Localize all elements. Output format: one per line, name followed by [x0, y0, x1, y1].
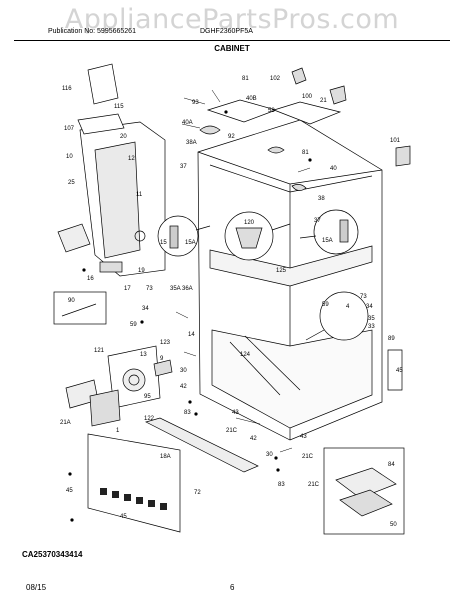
- callout-19: 19: [138, 268, 145, 274]
- callout-15A-left: 15A: [185, 240, 196, 246]
- control-bracket: [65, 345, 173, 427]
- callout-10: 10: [66, 154, 73, 160]
- model-number: DGHF2360PF5A: [200, 28, 253, 35]
- callout-45-b: 45: [120, 514, 127, 520]
- callout-42-a: 42: [180, 384, 187, 390]
- callout-18A: 18A: [160, 454, 171, 460]
- callout-121: 121: [94, 348, 105, 354]
- callout-81-top: 81: [242, 76, 249, 82]
- callout-21A: 21A: [60, 420, 71, 426]
- callout-59-right: 59: [322, 302, 329, 308]
- publication-number: Publication No: 5995665261: [48, 28, 136, 35]
- air-duct-assembly: [57, 63, 166, 277]
- callout-labels: 116 115 107 20 12 10 25 11 15 15A 19 16 …: [60, 76, 403, 528]
- callout-16: 16: [87, 276, 94, 282]
- callout-43-a: 43: [232, 410, 239, 416]
- callout-30: 30: [180, 368, 187, 374]
- callout-43-b: 43: [300, 434, 307, 440]
- callout-11: 11: [136, 192, 143, 198]
- callout-25: 25: [68, 180, 75, 186]
- callout-50: 50: [390, 522, 397, 528]
- callout-15A-right: 15A: [322, 238, 333, 244]
- callout-1: 1: [116, 428, 120, 434]
- callout-21C-a: 21C: [226, 428, 238, 434]
- callout-21C-b: 21C: [302, 454, 314, 460]
- callout-81-mid: 81: [302, 150, 309, 156]
- callout-21C-c: 21C: [308, 482, 320, 488]
- footer-date: 08/15: [26, 583, 47, 592]
- callout-122: 122: [144, 416, 155, 422]
- callout-102: 102: [270, 76, 281, 82]
- callout-58: 58: [268, 108, 275, 114]
- callout-100: 100: [302, 94, 313, 100]
- callout-120: 120: [244, 220, 255, 226]
- callout-89: 89: [388, 336, 395, 342]
- callout-37-left: 37: [180, 164, 187, 170]
- diagram-code: CA25370343414: [22, 550, 83, 559]
- callout-35A: 35A: [170, 286, 181, 292]
- ice-tray-box: [323, 447, 405, 535]
- top-hinge-assembly: [199, 67, 347, 191]
- callout-40A: 40A: [182, 120, 193, 126]
- callout-92: 92: [228, 134, 235, 140]
- callout-9: 9: [160, 356, 164, 362]
- callout-95: 95: [144, 394, 151, 400]
- callout-73: 73: [146, 286, 153, 292]
- callout-37-right: 37: [314, 218, 321, 224]
- callout-20: 20: [120, 134, 127, 140]
- callout-83-a: 83: [184, 410, 191, 416]
- callout-34-right: 34: [366, 304, 373, 310]
- callout-35: 35: [368, 316, 375, 322]
- callout-125: 125: [276, 268, 287, 274]
- section-title: CABINET: [214, 44, 250, 53]
- header-rule: [14, 40, 450, 41]
- callout-124: 124: [240, 352, 251, 358]
- callout-90: 90: [68, 298, 75, 304]
- callout-12: 12: [128, 156, 135, 162]
- callout-40B: 40B: [246, 96, 257, 102]
- callout-101: 101: [390, 138, 401, 144]
- side-bracket: [387, 349, 403, 391]
- callout-42-b: 42: [250, 436, 257, 442]
- callout-33: 33: [368, 324, 375, 330]
- callout-30-b: 30: [266, 452, 273, 458]
- callout-107: 107: [64, 126, 75, 132]
- callout-116: 116: [62, 86, 72, 92]
- callout-45-a: 45: [66, 488, 73, 494]
- callout-13: 13: [140, 352, 147, 358]
- page-number: 6: [230, 583, 235, 592]
- callout-45-right: 45: [396, 368, 403, 374]
- callout-72: 72: [194, 490, 201, 496]
- callout-38A: 38A: [186, 140, 197, 146]
- hinge-right: [395, 145, 411, 167]
- callout-123: 123: [160, 340, 171, 346]
- callout-21: 21: [320, 98, 327, 104]
- cabinet-body: [197, 119, 383, 441]
- base-bar: [145, 417, 259, 473]
- callout-38: 38: [318, 196, 325, 202]
- detail-circles: [157, 209, 369, 341]
- callout-15: 15: [160, 240, 167, 246]
- callout-84: 84: [388, 462, 395, 468]
- callout-34: 34: [142, 306, 149, 312]
- callout-17: 17: [124, 286, 131, 292]
- watermark: AppliancePartsPros.com: [64, 4, 400, 35]
- callout-73-right: 73: [360, 294, 367, 300]
- toe-grille: [87, 433, 181, 533]
- callout-14: 14: [188, 332, 195, 338]
- callout-93: 93: [192, 100, 199, 106]
- power-cord-box: [53, 291, 107, 325]
- callout-59: 59: [130, 322, 137, 328]
- callout-40: 40: [330, 166, 337, 172]
- callout-83-b: 83: [278, 482, 285, 488]
- callout-115: 115: [114, 104, 124, 110]
- callout-36A: 36A: [182, 286, 193, 292]
- callout-4: 4: [346, 304, 350, 310]
